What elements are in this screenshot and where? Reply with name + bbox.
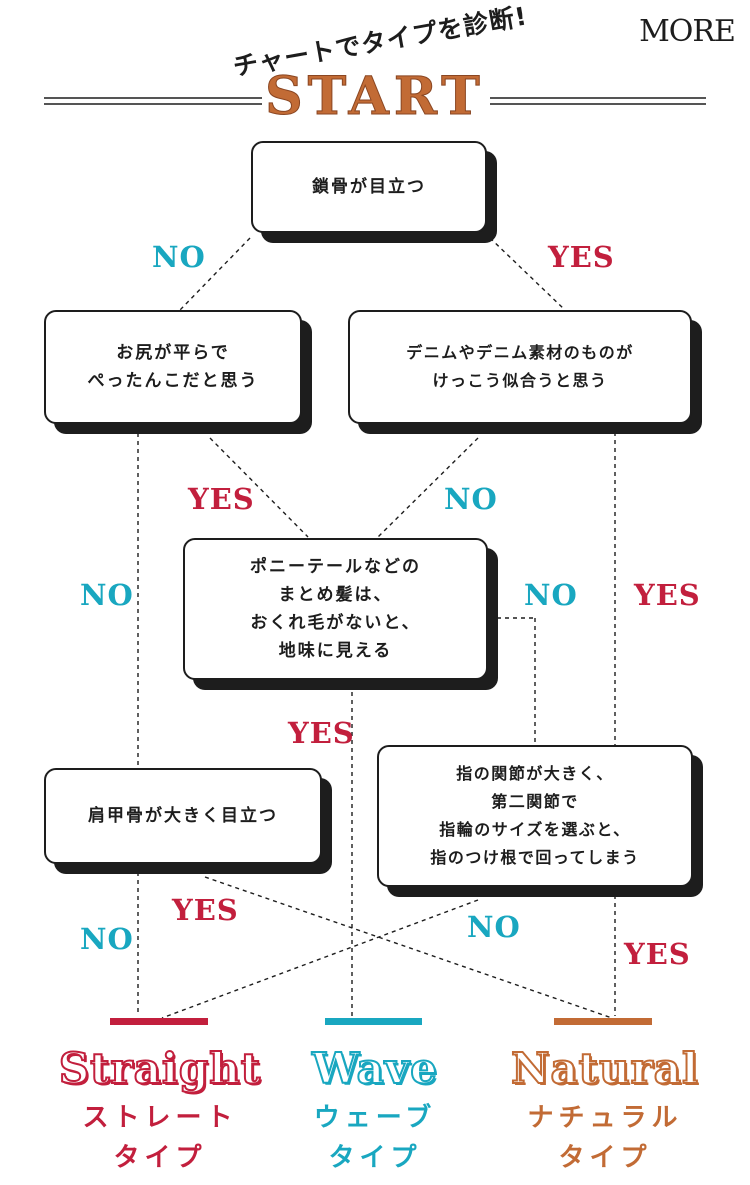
result-wave-label-2: タイプ (328, 1143, 422, 1173)
question-box-finger-joints: 指の関節が大きく、 第二関節で 指輪のサイズを選ぶと、 指のつけ根で回ってしまう (377, 745, 693, 887)
result-wave-label-1: ウェーブ (313, 1103, 437, 1133)
answer-yes-q4: YES (288, 716, 355, 750)
question-box-collarbone: 鎖骨が目立つ (251, 141, 487, 233)
answer-no-q6: NO (467, 910, 521, 944)
question-box-shoulder-blade: 肩甲骨が大きく目立つ (44, 768, 322, 864)
connector-q6-no (161, 899, 479, 1019)
start-label: START (265, 66, 485, 128)
result-natural-label-1: ナチュラル (527, 1103, 683, 1133)
connector-q1-yes (489, 237, 566, 311)
answer-yes-q1: YES (548, 240, 615, 274)
result-natural-label-2: タイプ (558, 1143, 652, 1173)
answer-yes-q2: YES (188, 482, 255, 516)
question-box-denim: デニムやデニム素材のものが けっこう似合うと思う (348, 310, 692, 424)
answer-yes-q6: YES (624, 937, 691, 971)
answer-no-q2: NO (80, 578, 134, 612)
brand-logo: MORE (639, 14, 736, 49)
question-box-ponytail: ポニーテールなどの まとめ髪は、 おくれ毛がないと、 地味に見える (183, 538, 488, 680)
connector-q5-yes (204, 876, 613, 1019)
answer-yes-q5: YES (172, 893, 239, 927)
question-box-flat-hips: お尻が平らで ぺったんこだと思う (44, 310, 302, 424)
connector-q1-no (179, 237, 251, 311)
result-bar-straight (110, 1018, 208, 1025)
result-straight-title: Straight (58, 1043, 262, 1094)
result-wave-title: Wave (311, 1043, 438, 1094)
result-bar-wave (325, 1018, 422, 1025)
result-bar-natural (554, 1018, 652, 1025)
answer-no-q3: NO (444, 482, 498, 516)
result-straight-label-1: ストレート (82, 1103, 238, 1133)
answer-yes-q3: YES (634, 578, 701, 612)
answer-no-q5: NO (80, 922, 134, 956)
answer-no-q4: NO (524, 578, 578, 612)
answer-no-q1: NO (152, 240, 206, 274)
result-straight-label-2: タイプ (113, 1143, 207, 1173)
result-natural-title: Natural (510, 1043, 699, 1094)
